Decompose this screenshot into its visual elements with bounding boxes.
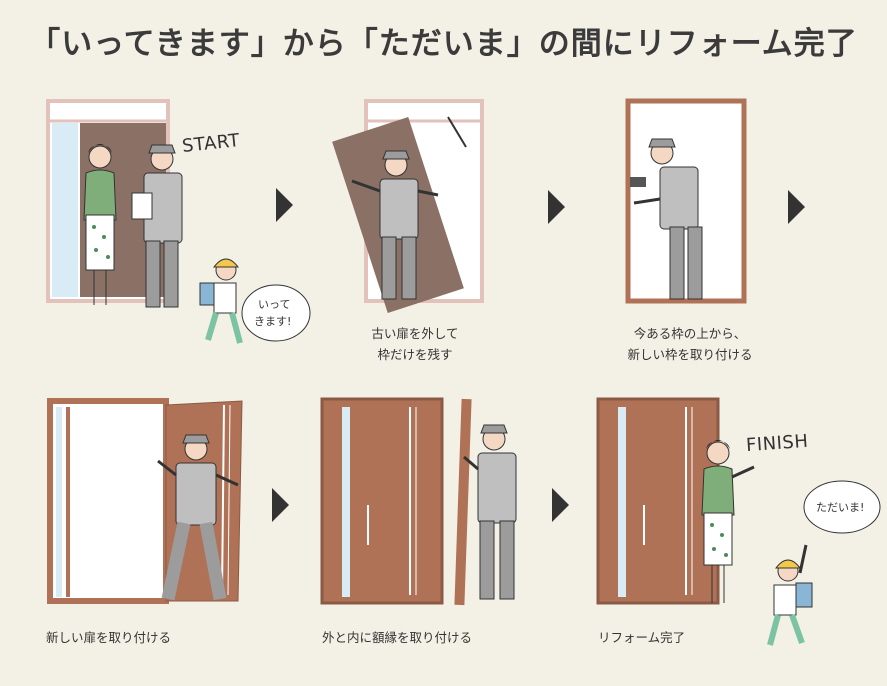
step-1-illustration: いって きます! (46, 99, 311, 344)
side-glass (52, 123, 78, 297)
worker-figure (131, 144, 183, 308)
step-5-illustration (320, 397, 517, 606)
step-3-illustration (625, 98, 747, 304)
step-1-scene: いって きます! START (40, 95, 311, 365)
finish-label: FINISH (745, 430, 810, 457)
step-3-scene: 今ある枠の上から、 新しい枠を取り付ける (600, 95, 780, 375)
step-3-caption-line-1: 今ある枠の上から、 (633, 326, 747, 341)
bubble-line-1: ただいま! (816, 501, 864, 514)
step-6-caption: リフォーム完了 (598, 630, 686, 645)
step-2-caption-line-2: 枠だけを残す (377, 347, 453, 362)
woman-figure (701, 440, 755, 603)
step-2-scene: 古い扉を外して 枠だけを残す (330, 95, 500, 375)
arrow-1-icon (276, 188, 293, 222)
speech-bubble (803, 480, 881, 534)
step-3-caption-line-2: 新しい枠を取り付ける (627, 347, 753, 362)
arrow-5-icon (552, 488, 569, 522)
worker-figure (463, 424, 517, 600)
step-6-illustration: ただいま! (596, 397, 881, 646)
step-3-caption: 今ある枠の上から、 新しい枠を取り付ける (600, 323, 780, 365)
finished-door (596, 397, 720, 605)
worker-figure (630, 138, 703, 300)
step-4-caption: 新しい扉を取り付ける (46, 630, 172, 645)
step-2-illustration (332, 99, 484, 313)
page-title: 「いってきます」から「ただいま」の間にリフォーム完了 (29, 26, 858, 62)
kid-figure (199, 258, 243, 344)
step-4-scene: 新しい扉を取り付ける (46, 395, 266, 655)
kid-figure (767, 544, 813, 646)
finished-door (320, 397, 444, 605)
trim-board (454, 398, 472, 606)
step-5-caption: 外と内に額縁を取り付ける (322, 630, 473, 645)
drill-icon (630, 177, 646, 187)
arrow-2-icon (548, 190, 565, 224)
woman-figure (83, 144, 117, 305)
step-6-scene: ただいま! FINISH リフォーム完了 (594, 395, 884, 665)
step-2-caption: 古い扉を外して 枠だけを残す (330, 323, 500, 365)
worker-figure (351, 150, 439, 300)
speech-bubble (241, 284, 311, 342)
arrow-3-icon (788, 190, 805, 224)
screwdriver-icon (447, 116, 467, 148)
step-2-caption-line-1: 古い扉を外して (371, 326, 459, 341)
bubble-line-2: きます! (254, 315, 291, 328)
step-4-illustration (47, 398, 243, 604)
bubble-line-1: いって (258, 298, 290, 311)
step-5-scene: 外と内に額縁を取り付ける (318, 395, 538, 655)
clipboard (131, 192, 153, 220)
arrow-4-icon (272, 488, 289, 522)
worker-figure (157, 434, 239, 601)
